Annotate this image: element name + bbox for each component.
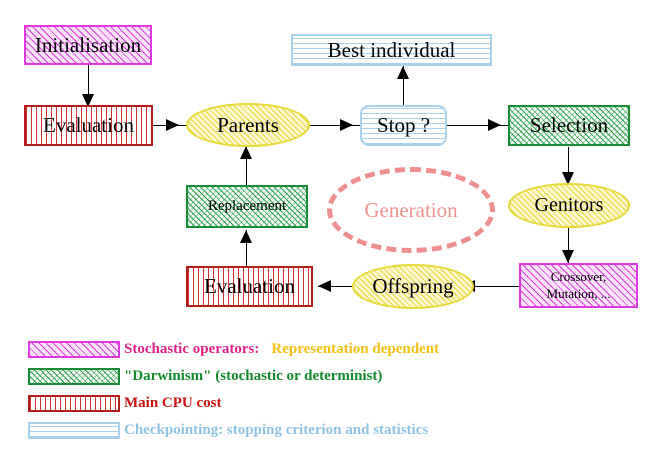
arrowhead-right-stop xyxy=(340,119,353,131)
edge-replacement-to-parents xyxy=(246,146,247,186)
arrowhead-up-parents xyxy=(240,146,252,159)
legend-swatch-green-cross-hatch-icon xyxy=(28,368,120,385)
node-offspring[interactable]: Offspring xyxy=(352,264,474,309)
edge-crossover-to-offspring xyxy=(462,286,520,287)
node-evaluation-bottom[interactable]: Evaluation xyxy=(186,266,313,307)
arrowhead-up-best-individual xyxy=(397,66,409,79)
edge-initialisation-to-evaluation xyxy=(88,64,89,108)
node-selection[interactable]: Selection xyxy=(508,105,630,146)
edge-stop-to-best-individual xyxy=(403,66,404,106)
node-crossover-mutation[interactable]: Crossover, Mutation, ... xyxy=(519,263,638,308)
edge-offspring-to-evaluation-bottom xyxy=(318,286,360,287)
arrowhead-up-replacement xyxy=(240,230,252,243)
legend-row-checkpointing: Checkpointing: stopping criterion and st… xyxy=(0,417,662,444)
legend-row-cpu-cost: Main CPU cost xyxy=(0,390,662,417)
edge-parents-to-stop xyxy=(309,125,361,126)
crossover-label-line2: Mutation, ... xyxy=(546,285,611,301)
replacement-label: Replacement xyxy=(207,197,287,214)
stop-label: Stop ? xyxy=(376,113,431,138)
node-parents[interactable]: Parents xyxy=(186,103,310,147)
node-genitors[interactable]: Genitors xyxy=(508,183,630,228)
node-evaluation-top[interactable]: Evaluation xyxy=(24,105,153,146)
edge-evaluation-bottom-to-replacement xyxy=(246,230,247,270)
legend-label-stochastic-main: Stochastic operators: xyxy=(124,341,260,357)
legend-label-darwinism: "Darwinism" (stochastic or determinist) xyxy=(124,368,383,384)
edge-selection-to-genitors xyxy=(568,147,569,184)
generation-cycle-ellipse: Generation xyxy=(327,167,495,253)
legend-swatch-red-vertical-lines-icon xyxy=(28,395,120,412)
legend-label-stochastic: Stochastic operators: Representation depe… xyxy=(124,341,439,358)
offspring-label: Offspring xyxy=(372,274,454,299)
genitors-label: Genitors xyxy=(534,194,604,216)
edge-genitors-to-crossover xyxy=(568,228,569,263)
node-best-individual[interactable]: Best individual xyxy=(291,34,492,66)
evaluation-bottom-label: Evaluation xyxy=(204,274,295,299)
arrowhead-right-selection xyxy=(488,119,501,131)
parents-label: Parents xyxy=(217,112,279,137)
legend: Stochastic operators: Representation depe… xyxy=(0,336,662,444)
legend-swatch-magenta-diagonal-hatch-icon xyxy=(28,341,120,358)
arrowhead-down-genitors xyxy=(562,172,574,185)
legend-label-stochastic-secondary: Representation dependent xyxy=(271,341,440,357)
arrowhead-down-evaluation-top xyxy=(82,94,94,107)
arrowhead-left-evaluation-bottom xyxy=(318,280,331,292)
arrowhead-down-crossover xyxy=(562,250,574,263)
crossover-label-line1: Crossover, xyxy=(550,269,607,285)
node-initialisation[interactable]: Initialisation xyxy=(24,25,152,65)
best-individual-label: Best individual xyxy=(327,37,456,62)
legend-row-darwinism: "Darwinism" (stochastic or determinist) xyxy=(0,363,662,390)
arrowhead-right-parents xyxy=(166,119,179,131)
generation-label: Generation xyxy=(364,197,458,222)
legend-label-cpu-cost: Main CPU cost xyxy=(124,395,222,411)
node-replacement[interactable]: Replacement xyxy=(186,185,308,228)
legend-swatch-blue-horizontal-lines-icon xyxy=(28,422,120,439)
legend-label-checkpointing: Checkpointing: stopping criterion and st… xyxy=(124,422,429,438)
legend-row-stochastic: Stochastic operators: Representation depe… xyxy=(0,336,662,363)
node-stop[interactable]: Stop ? xyxy=(360,105,447,146)
selection-label: Selection xyxy=(529,113,609,138)
initialisation-label: Initialisation xyxy=(34,32,142,57)
evaluation-top-label: Evaluation xyxy=(43,113,134,138)
edge-stop-to-selection xyxy=(447,125,509,126)
